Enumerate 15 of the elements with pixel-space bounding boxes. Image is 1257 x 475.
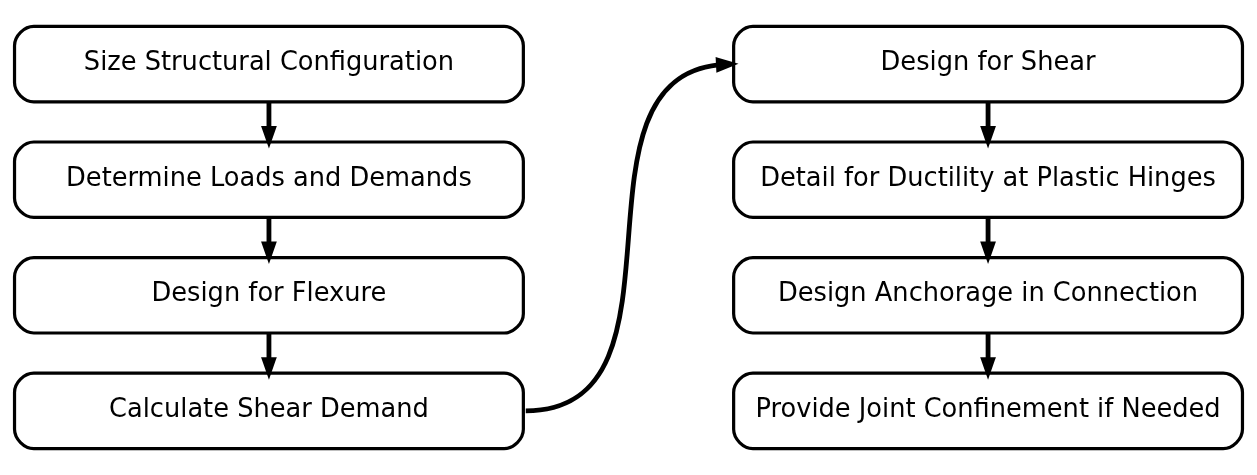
node-box: Design for Shear [732, 24, 1245, 104]
node-box: Determine Loads and Demands [12, 140, 525, 220]
arrow [980, 333, 996, 380]
node-box: Calculate Shear Demand [12, 371, 525, 451]
node-box: Detail for Ductility at Plastic Hinges [732, 140, 1245, 220]
node-box: Design Anchorage in Connection [732, 255, 1245, 335]
arrow [261, 101, 277, 149]
arrow [980, 217, 996, 265]
arrow [980, 101, 996, 149]
node-box: Size Structural Configuration [12, 24, 525, 104]
arrow [525, 57, 739, 414]
arrow [261, 333, 277, 380]
arrow [261, 217, 277, 265]
node-box: Design for Flexure [12, 255, 525, 335]
node-box: Provide Joint Confinement if Needed [732, 371, 1245, 451]
